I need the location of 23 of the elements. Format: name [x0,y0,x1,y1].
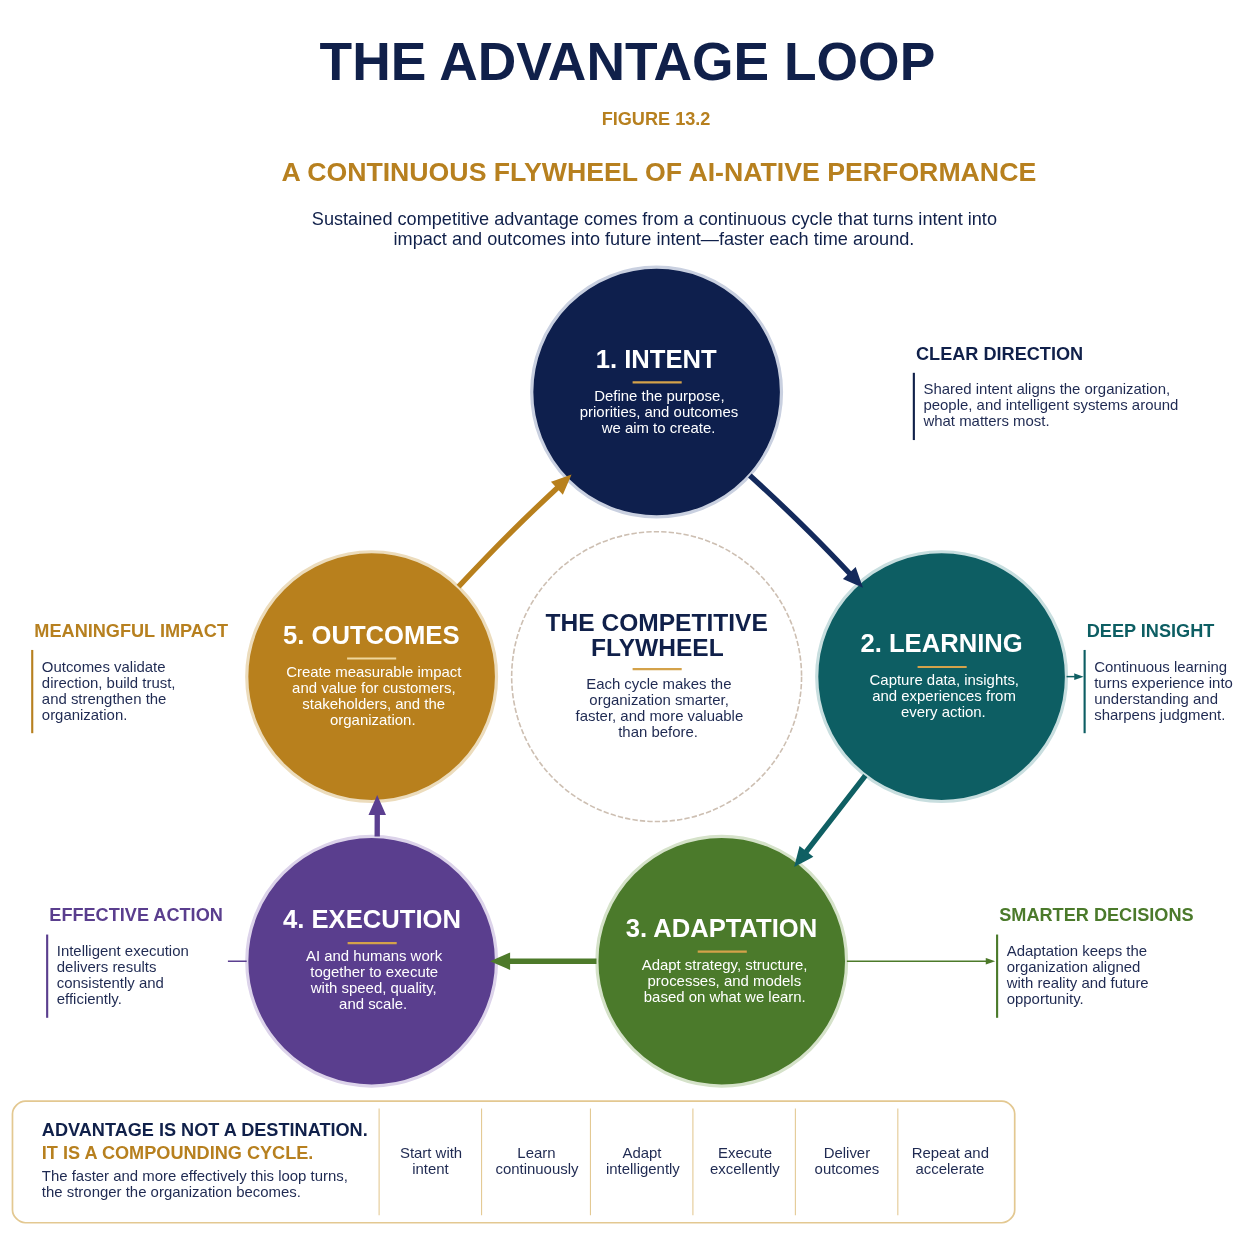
node-circle: 4. EXECUTION AI and humans work together to execute with speed, quality, and scale. [245,834,499,1088]
node-circle: 2. LEARNING Capture data, insights, and experiences from every action. [815,550,1069,804]
node-box: ADVANTAGE IS NOT A DESTINATION. IT IS A COMPOUNDING CYCLE. The faster and more effectively this loop turns, the stronger the organization becomes. Start with intent Learn continuously Adapt intelligently Execute excellently Deliver outcomes Repeat and accelerate [11,1100,1016,1224]
node-text: CLEAR DIRECTION Shared intent aligns the organization, people, and intelligent systems around what matters most. [915,343,1179,430]
node-text: DEEP INSIGHT Continuous learning turns experience into understanding and sharpens judgment. [1086,620,1233,723]
node-circle: 5. OUTCOMES Create measurable impact and value for customers, stakeholders, and the organization. [245,550,499,804]
diagram-title: THE ADVANTAGE LOOP [319,31,936,91]
node-text: EFFECTIVE ACTION Intelligent execution delivers results consistently and efficiently. [49,905,223,1008]
arrow [456,474,572,589]
node-circle: THE COMPETITIVE FLYWHEEL Each cycle makes the organization smarter, faster, and more valuable than before. [510,530,803,823]
node-circle: 1. INTENT Define the purpose, priorities, and outcomes we aim to create. [530,265,784,519]
arrow [748,473,863,588]
label: A CONTINUOUS FLYWHEEL OF AI-NATIVE PERFORMANCE [281,156,1037,187]
arrow [490,952,597,970]
node-circle: 3. ADAPTATION Adapt strategy, structure, processes, and models based on what we learn. [595,834,849,1088]
node-text: SMARTER DECISIONS Adaptation keeps the organization aligned with reality and future opportunity. [999,905,1194,1008]
arrow [794,774,868,868]
arrow [368,794,386,837]
node-text: MEANINGFUL IMPACT Outcomes validate direction, build trust, and strengthen the organization. [34,620,229,723]
label: Sustained competitive advantage comes from a continuous cycle that turns intent into impact and outcomes into future intent—faster each time around. [311,209,997,250]
arrow [846,957,996,965]
label: FIGURE 13.2 [601,109,711,130]
connector [227,960,248,962]
